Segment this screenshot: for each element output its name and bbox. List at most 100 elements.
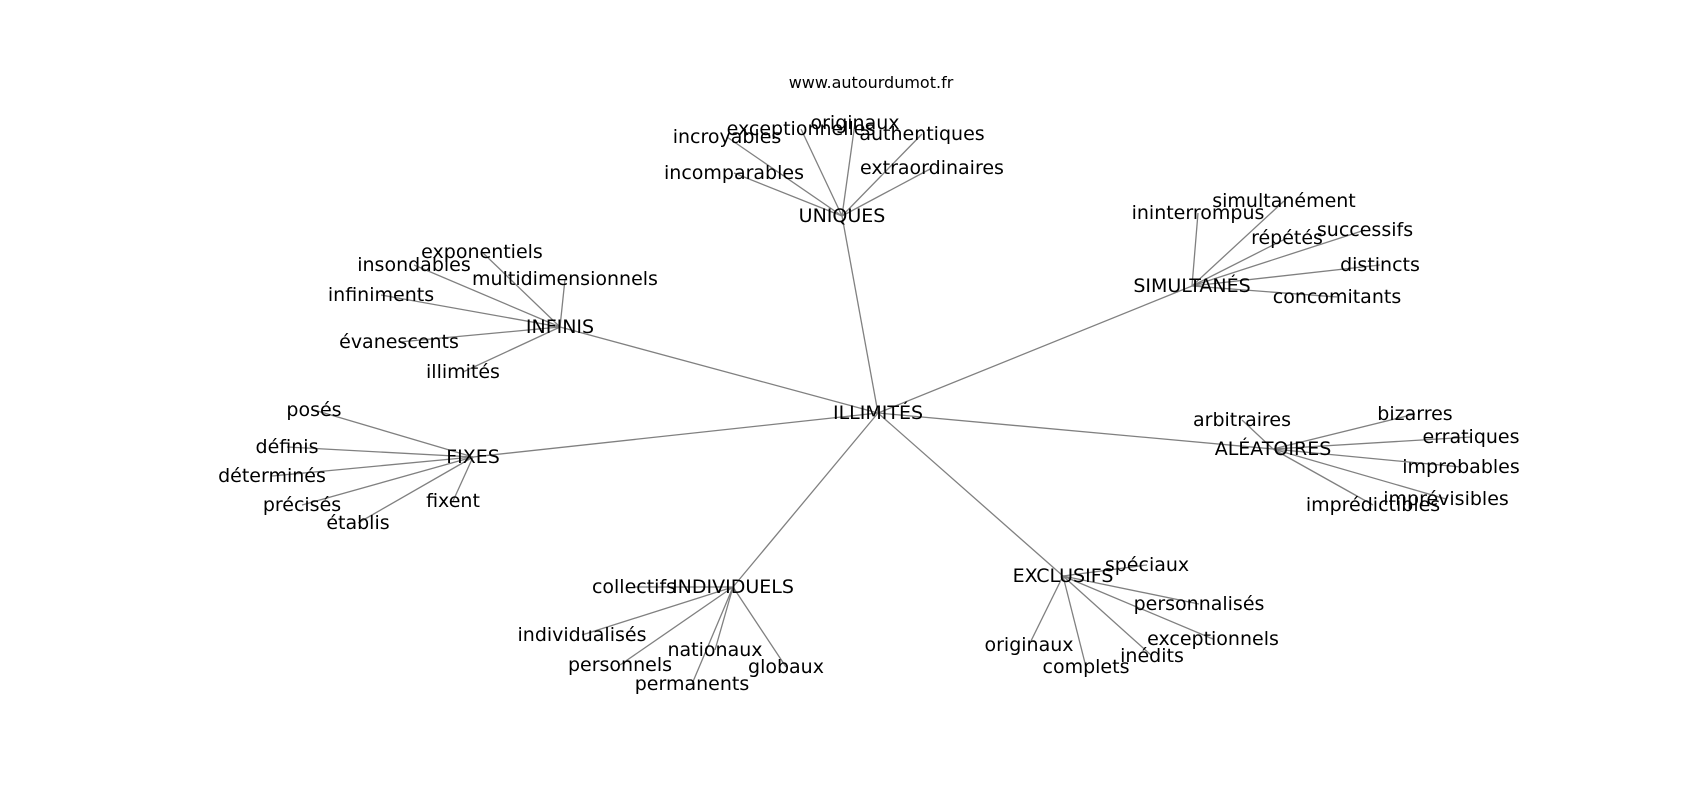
leaf-node-label: insondables bbox=[357, 254, 471, 276]
edge-hub-3-leaf-5 bbox=[452, 456, 474, 502]
leaf-node-label: bizarres bbox=[1377, 403, 1452, 425]
edge-hub-2-leaf-0 bbox=[481, 251, 561, 328]
edge-center-hub-6 bbox=[877, 412, 1064, 577]
leaf-node-label: originaux bbox=[984, 634, 1073, 656]
edge-hub-2-leaf-3 bbox=[380, 294, 561, 328]
hub-node-label: SIMULTANÉS bbox=[1133, 274, 1250, 297]
leaf-node-label: fixent bbox=[426, 490, 480, 512]
edge-hub-1-leaf-0 bbox=[1191, 212, 1199, 287]
edge-hub-4-leaf-2 bbox=[1272, 436, 1472, 450]
edge-hub-3-leaf-1 bbox=[286, 446, 474, 458]
leaf-node-label: précisés bbox=[263, 494, 341, 516]
edge-hub-6-leaf-5 bbox=[1028, 575, 1064, 646]
edge-hub-4-leaf-1 bbox=[1272, 413, 1416, 450]
leaf-node-label: spéciaux bbox=[1105, 554, 1189, 576]
leaf-node-label: permanents bbox=[635, 673, 750, 695]
leaf-node-label: définis bbox=[256, 436, 319, 458]
leaf-node-label: globaux bbox=[748, 656, 824, 678]
hub-node-label: EXCLUSIFS bbox=[1013, 565, 1114, 587]
leaf-node-label: originaux bbox=[810, 112, 899, 134]
leaf-node-label: imprévisibles bbox=[1383, 488, 1509, 510]
center-node-label: ILLIMITÉS bbox=[833, 401, 923, 424]
edge-hub-0-leaf-4 bbox=[733, 172, 843, 217]
labels-layer: ILLIMITÉS UNIQUES incroyablesexceptionnell… bbox=[218, 112, 1520, 695]
leaf-node-label: inédits bbox=[1120, 645, 1184, 667]
edge-hub-4-leaf-3 bbox=[1272, 448, 1462, 468]
edge-hub-2-leaf-1 bbox=[413, 264, 561, 328]
edge-hub-4-leaf-0 bbox=[1241, 419, 1274, 450]
edge-hub-0-leaf-5 bbox=[841, 167, 933, 217]
leaf-node-label: authentiques bbox=[859, 123, 984, 145]
hub-node-label: INDIVIDUELS bbox=[672, 576, 794, 598]
leaf-node-label: exceptionnels bbox=[1147, 628, 1279, 650]
edge-hub-3-leaf-0 bbox=[313, 409, 474, 458]
edge-hub-5-leaf-5 bbox=[691, 586, 734, 685]
leaf-node-label: posés bbox=[286, 399, 341, 421]
edge-hub-6-leaf-3 bbox=[1062, 575, 1153, 657]
leaf-node-label: infiniments bbox=[328, 284, 434, 306]
watermark: www.autourdumot.fr bbox=[789, 73, 954, 92]
edge-hub-6-leaf-2 bbox=[1062, 575, 1214, 640]
edge-hub-2-leaf-5 bbox=[462, 326, 561, 373]
edge-hub-3-leaf-4 bbox=[357, 456, 474, 524]
edge-center-hub-0 bbox=[841, 215, 879, 414]
leaf-node-label: successifs bbox=[1317, 219, 1413, 241]
leaf-node-label: illimités bbox=[426, 361, 500, 383]
leaf-node-label: répétés bbox=[1251, 227, 1323, 249]
edge-hub-1-leaf-3 bbox=[1191, 229, 1366, 287]
leaf-node-label: extraordinaires bbox=[860, 157, 1004, 179]
edge-hub-4-leaf-4 bbox=[1272, 448, 1447, 500]
edge-hub-5-leaf-4 bbox=[732, 586, 787, 668]
leaf-node-label: collectifs bbox=[592, 576, 676, 598]
leaf-node-label: ininterrompus bbox=[1132, 202, 1265, 224]
leaf-node-label: complets bbox=[1043, 656, 1130, 678]
edge-hub-5-leaf-1 bbox=[581, 586, 734, 636]
edge-hub-1-leaf-2 bbox=[1191, 237, 1288, 287]
hub-node-label: UNIQUES bbox=[799, 205, 886, 227]
edges-layer bbox=[271, 122, 1472, 685]
edge-hub-2-leaf-4 bbox=[398, 326, 561, 343]
leaf-node-label: improbables bbox=[1402, 456, 1520, 478]
leaf-node-label: distincts bbox=[1340, 254, 1420, 276]
edge-hub-3-leaf-3 bbox=[301, 456, 474, 506]
edge-hub-2-leaf-2 bbox=[559, 278, 566, 328]
edge-hub-3-leaf-2 bbox=[271, 456, 474, 477]
edge-hub-5-leaf-2 bbox=[619, 586, 734, 666]
leaf-node-label: nationaux bbox=[667, 639, 762, 661]
edge-hub-1-leaf-4 bbox=[1191, 264, 1381, 287]
leaf-node-label: déterminés bbox=[218, 465, 326, 487]
edge-center-hub-2 bbox=[559, 326, 879, 414]
leaf-node-label: simultanément bbox=[1212, 190, 1356, 212]
edge-hub-0-leaf-0 bbox=[726, 136, 843, 217]
edge-hub-0-leaf-2 bbox=[841, 122, 856, 217]
hub-node-label: FIXES bbox=[446, 446, 500, 468]
edge-hub-6-leaf-0 bbox=[1062, 564, 1148, 577]
edge-center-hub-3 bbox=[472, 412, 879, 458]
leaf-node-label: personnalisés bbox=[1134, 593, 1265, 615]
edge-hub-5-leaf-3 bbox=[714, 586, 734, 651]
hub-node-label: ALÉATOIRES bbox=[1215, 437, 1332, 460]
leaf-node-label: évanescents bbox=[339, 331, 459, 353]
leaf-node-label: exponentiels bbox=[421, 241, 543, 263]
edge-hub-6-leaf-4 bbox=[1062, 575, 1087, 668]
leaf-node-label: incomparables bbox=[664, 162, 804, 184]
edge-hub-4-leaf-5 bbox=[1272, 448, 1374, 506]
edge-hub-0-leaf-1 bbox=[800, 128, 843, 217]
edge-hub-1-leaf-5 bbox=[1191, 285, 1338, 298]
leaf-node-label: personnels bbox=[568, 654, 672, 676]
leaf-node-label: exceptionnelles bbox=[727, 118, 876, 140]
edge-center-hub-1 bbox=[877, 285, 1193, 414]
edge-center-hub-4 bbox=[877, 412, 1274, 450]
edge-hub-1-leaf-1 bbox=[1191, 200, 1285, 287]
leaf-node-label: arbitraires bbox=[1193, 409, 1291, 431]
edge-hub-6-leaf-1 bbox=[1062, 575, 1200, 605]
leaf-node-label: erratiques bbox=[1422, 426, 1519, 448]
edge-hub-0-leaf-3 bbox=[841, 133, 923, 217]
edge-center-hub-5 bbox=[732, 412, 879, 588]
leaf-node-label: incroyables bbox=[673, 126, 782, 148]
leaf-node-label: établis bbox=[326, 512, 389, 534]
leaf-node-label: individualisés bbox=[518, 624, 647, 646]
leaf-node-label: imprédictibles bbox=[1306, 494, 1440, 516]
hub-node-label: INFINIS bbox=[526, 316, 594, 338]
